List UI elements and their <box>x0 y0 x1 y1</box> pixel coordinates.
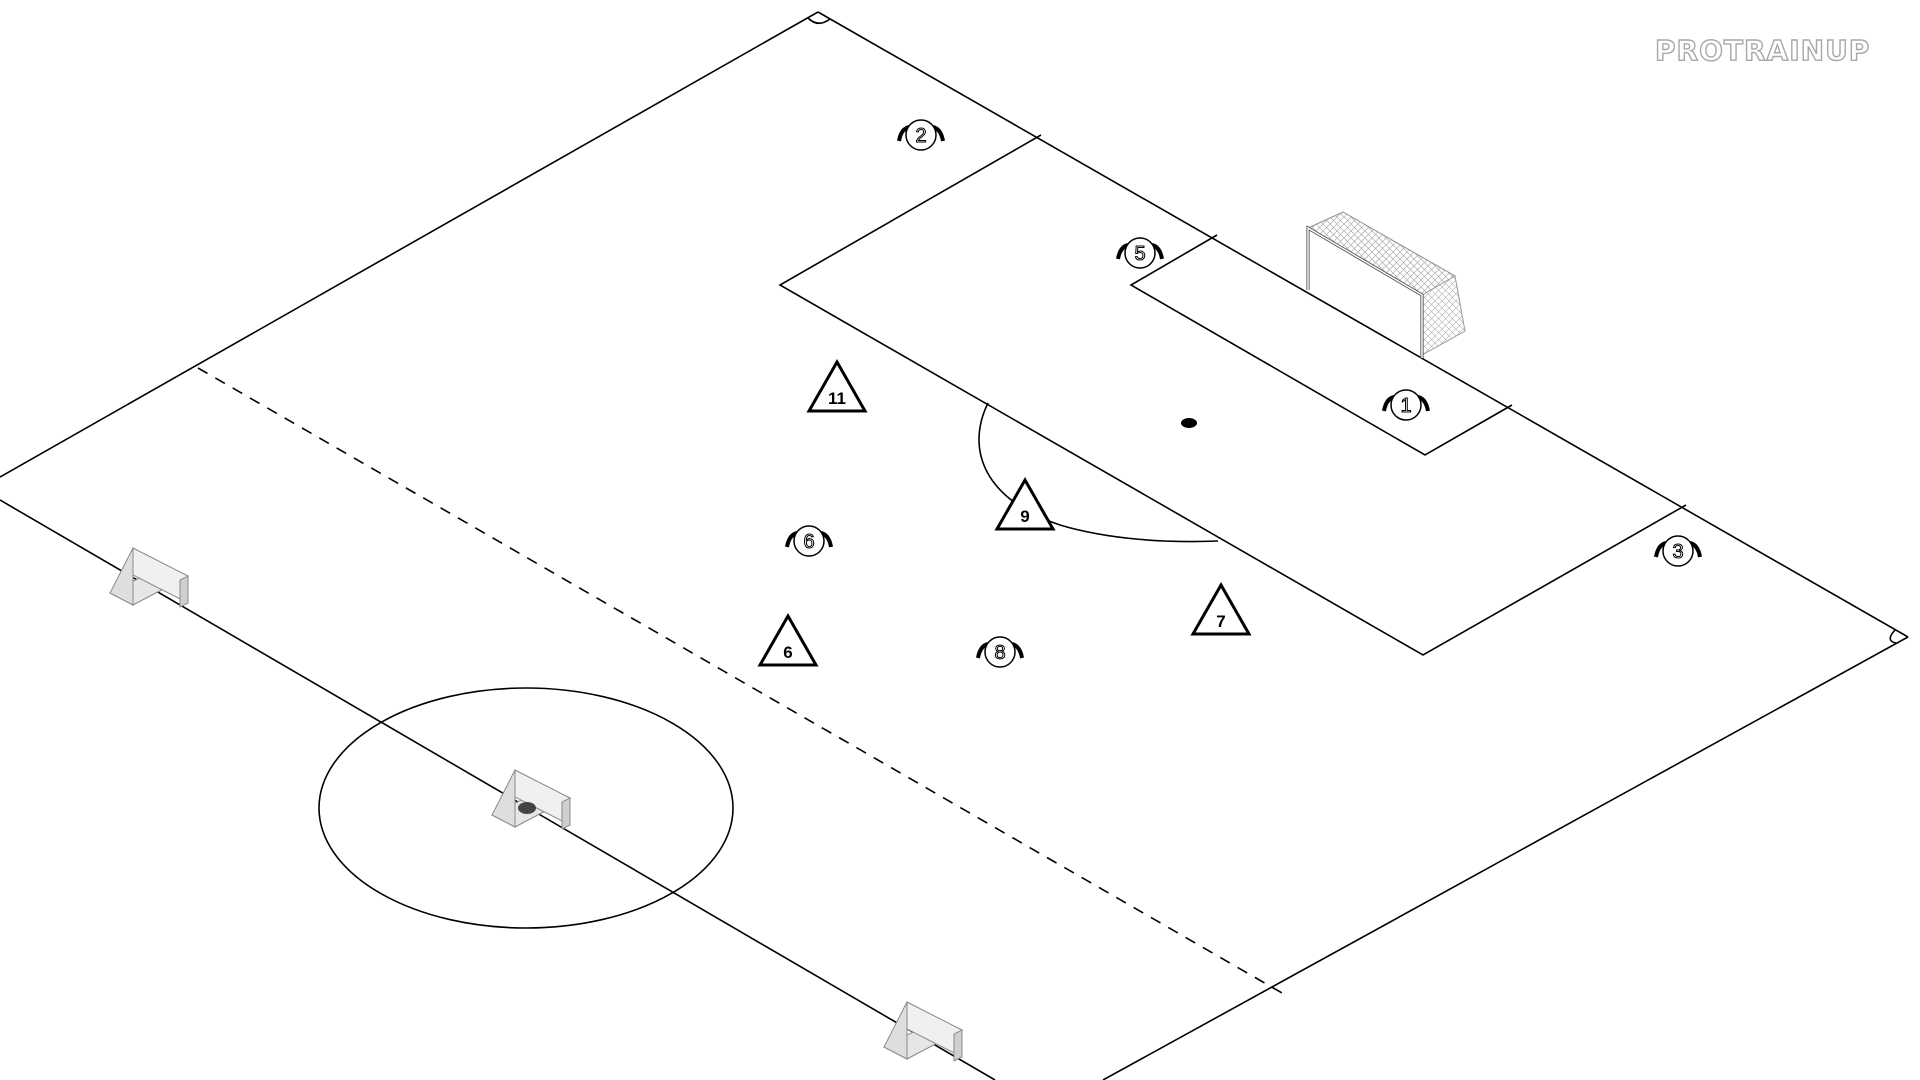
mini-goal-icon <box>490 769 572 830</box>
ball-icon <box>518 802 536 814</box>
brand-logo: PROTRAINUP <box>1654 33 1871 67</box>
triangle-player-icon: 11 <box>806 358 868 413</box>
player-number: 6 <box>783 643 792 662</box>
player-number: 8 <box>994 642 1005 664</box>
centre-circle <box>318 687 734 929</box>
player-number: 5 <box>1134 243 1145 265</box>
player-number: 11 <box>828 389 846 408</box>
player-top-view-icon: 1 <box>1382 389 1430 421</box>
goal-net-icon <box>1306 211 1466 358</box>
six-yard-box <box>1129 234 1513 456</box>
penalty-spot <box>1181 418 1197 428</box>
zone-dashed-line <box>197 367 1283 994</box>
triangle-player-icon: 6 <box>757 612 819 667</box>
triangle-player-icon: 9 <box>994 476 1056 531</box>
penalty-arc <box>978 402 1219 543</box>
corner-arc-top <box>807 17 831 25</box>
player-top-view-icon: 8 <box>976 636 1024 668</box>
player-top-view-icon: 2 <box>897 119 945 151</box>
player-number: 1 <box>1400 395 1411 417</box>
mini-goal-icon <box>882 1001 964 1062</box>
triangle-player-icon: 7 <box>1190 581 1252 636</box>
player-number: 2 <box>915 125 926 147</box>
player-top-view-icon: 6 <box>785 525 833 557</box>
player-top-view-icon: 3 <box>1654 535 1702 567</box>
penalty-box <box>778 134 1687 656</box>
touchline-bottom <box>1102 636 1909 1080</box>
player-number: 6 <box>803 531 814 553</box>
halfway-line <box>0 499 996 1080</box>
goal-line-right <box>817 11 1909 638</box>
player-number: 3 <box>1672 541 1683 563</box>
corner-arc-right <box>1889 629 1897 644</box>
player-top-view-icon: 5 <box>1116 237 1164 269</box>
player-number: 9 <box>1020 507 1029 526</box>
player-number: 7 <box>1216 612 1225 631</box>
pitch-lines <box>0 11 1909 1080</box>
mini-goal-icon <box>108 547 190 608</box>
touchline-top <box>0 11 819 478</box>
